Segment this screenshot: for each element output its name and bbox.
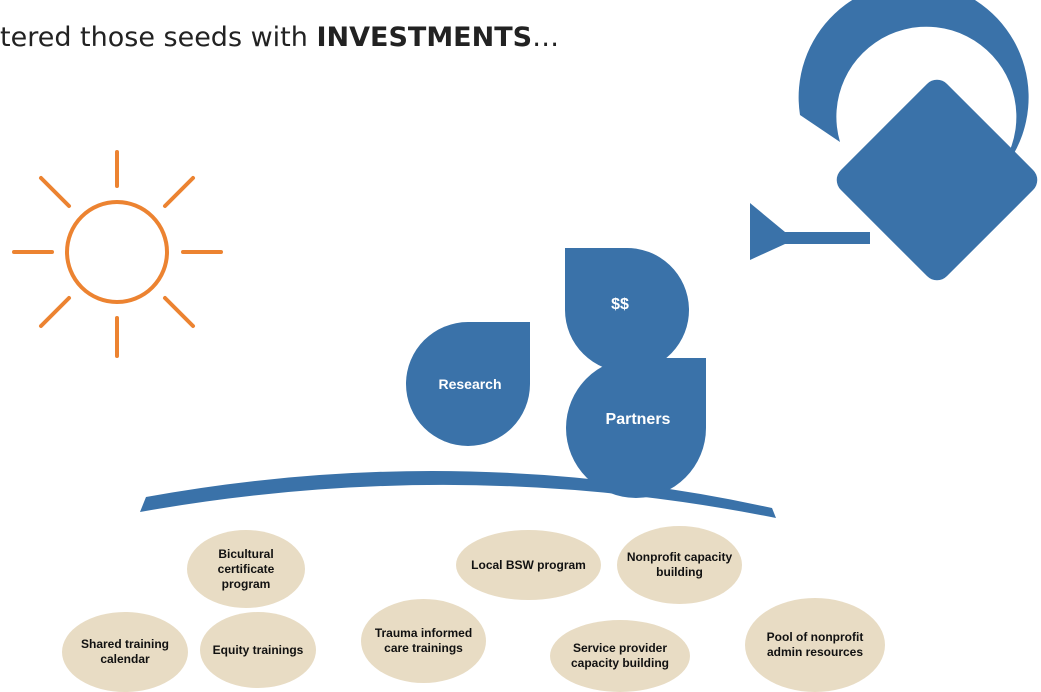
title-suffix: … — [532, 22, 560, 53]
seed-shared-training-calendar: Shared training calendar — [62, 612, 188, 692]
seed-trauma-informed-care-trainings: Trauma informed care trainings — [361, 599, 486, 683]
water-drop-icon — [565, 247, 689, 372]
seed-equity-trainings: Equity trainings — [200, 612, 316, 688]
seed-nonprofit-capacity-building: Nonprofit capacity building — [617, 526, 742, 604]
page-title: tered those seeds with INVESTMENTS… — [0, 18, 559, 58]
watering-can-icon — [750, 0, 1038, 281]
drop-label-research: Research — [438, 376, 502, 392]
water-drop-icon — [566, 358, 706, 498]
drop-label-partners: Partners — [605, 411, 671, 428]
water-drop-icon — [406, 322, 530, 446]
title-prefix: tered those seeds with — [0, 22, 317, 53]
soil-arc — [140, 471, 776, 518]
title-emphasis: INVESTMENTS — [316, 22, 533, 53]
seed-local-bsw-program: Local BSW program — [456, 530, 601, 600]
sun-icon — [12, 150, 223, 358]
drop-label-money: $$ — [611, 296, 629, 313]
seed-service-provider-capacity-building: Service provider capacity building — [550, 620, 690, 692]
seed-pool-of-nonprofit-admin-resources: Pool of nonprofit admin resources — [745, 598, 885, 692]
seed-bicultural-certificate-program: Bicultural certificate program — [187, 530, 305, 608]
